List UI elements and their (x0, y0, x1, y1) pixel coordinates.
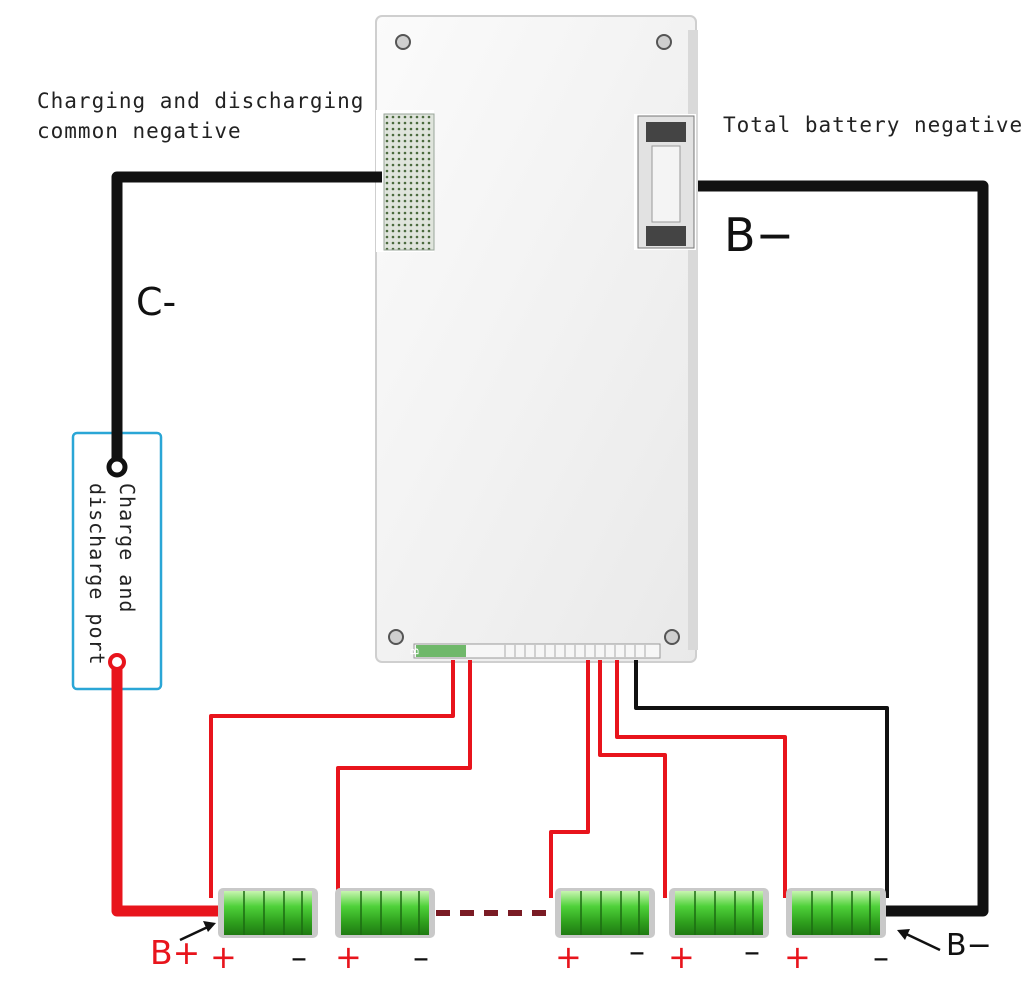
battery-cell (555, 888, 655, 938)
screw-icon (388, 34, 680, 645)
label-c-minus: C- (136, 280, 177, 324)
terminal-sign: – (291, 938, 307, 976)
b-minus-wire (698, 180, 989, 917)
arrow-icon (179, 921, 216, 942)
battery-cell (669, 888, 769, 938)
terminal-sign: – (413, 938, 429, 976)
b-plus-wire (111, 667, 218, 917)
balance-wire-b-minus (634, 660, 889, 898)
terminal-sign: – (873, 938, 889, 976)
c-minus-wire (111, 171, 382, 467)
label-total-battery-negative: Total battery negative (723, 113, 1024, 137)
label-b-plus: B+ (150, 933, 201, 972)
label-b-minus-small: B− (946, 928, 992, 963)
terminal-sign: + (784, 938, 811, 976)
balance-wires (209, 660, 787, 898)
terminal-sign: + (335, 938, 362, 976)
battery-cell (335, 888, 435, 938)
terminal-sign: – (629, 932, 645, 970)
terminal-sign: – (744, 932, 760, 970)
port-positive-terminal (108, 653, 126, 671)
terminal-sign: + (210, 938, 237, 976)
battery-cell (786, 888, 886, 938)
label-charge-discharge-port: Charge and discharge port (85, 483, 139, 666)
bms-board (375, 15, 698, 663)
port-negative-terminal (106, 456, 128, 478)
label-common-negative: Charging and discharging common negative (37, 89, 365, 143)
battery-cell (218, 888, 318, 938)
terminal-sign: + (668, 938, 695, 976)
label-b-minus-large: B− (724, 208, 795, 262)
board-tag: B (408, 647, 422, 656)
terminal-sign: + (555, 938, 582, 976)
arrow-icon (897, 929, 941, 952)
